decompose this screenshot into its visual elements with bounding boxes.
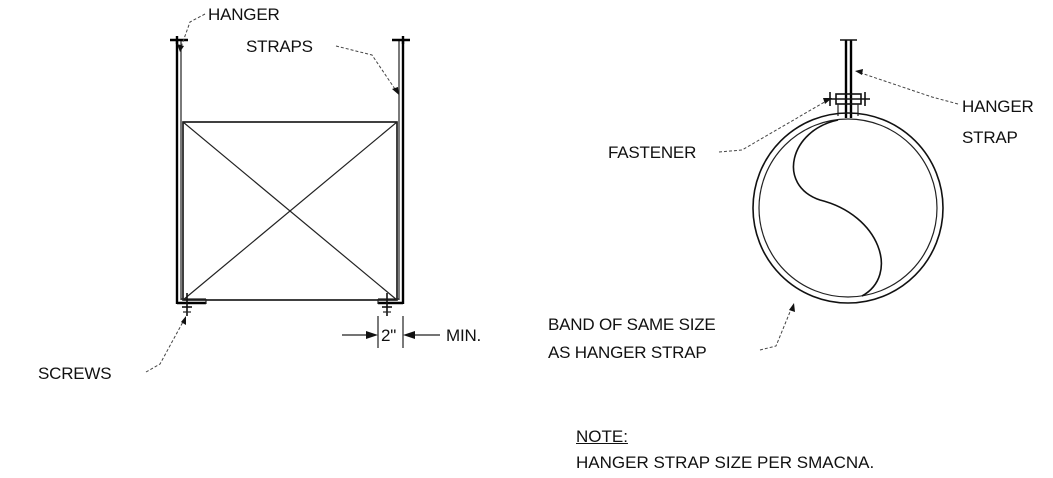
left-screw — [182, 293, 192, 316]
duct-outline — [182, 121, 398, 301]
dimension-min-label: MIN. — [446, 326, 481, 345]
leader-band — [759, 306, 793, 351]
right-screw — [382, 293, 392, 316]
leader-arrowhead — [789, 303, 795, 312]
note-title: NOTE: — [576, 427, 628, 446]
leader-fastener — [718, 99, 829, 153]
note-text: HANGER STRAP SIZE PER SMACNA. — [576, 453, 875, 472]
leader-arrowhead — [181, 316, 186, 325]
dimension-value: 2" — [381, 326, 396, 345]
leader-screws — [145, 319, 185, 373]
leader-hanger-straps-right — [335, 45, 398, 93]
band-outer — [752, 112, 944, 304]
leader-arrowhead — [177, 44, 184, 52]
right-hanger-strap — [377, 36, 410, 305]
leader-hanger-strap — [857, 71, 959, 105]
left-hanger-strap — [170, 36, 207, 305]
label-band-line2: AS HANGER STRAP — [548, 343, 707, 362]
label-fastener: FASTENER — [608, 143, 696, 162]
round-duct-s-curve — [792, 119, 882, 297]
label-hanger-strap-line1: HANGER — [962, 97, 1034, 116]
leader-arrowhead — [823, 98, 832, 104]
leader-arrowhead — [392, 87, 399, 95]
round-duct-detail: FASTENER HANGER STRAP BAND OF SAME SIZE … — [548, 39, 1034, 362]
label-hanger-straps-line1: HANGER — [208, 5, 280, 24]
rectangular-duct-detail: HANGER STRAPS SCREWS 2" MIN. — [38, 5, 481, 383]
label-hanger-straps-line2: STRAPS — [246, 37, 313, 56]
round-hanger-strap — [840, 39, 857, 118]
label-band-line1: BAND OF SAME SIZE — [548, 315, 716, 334]
duct-cross-line-2 — [182, 121, 398, 301]
dimension-2in-min: 2" MIN. — [342, 316, 481, 348]
band-inner — [758, 118, 938, 298]
leader-arrowhead — [855, 69, 863, 75]
note-block: NOTE: HANGER STRAP SIZE PER SMACNA. — [576, 424, 874, 476]
label-screws: SCREWS — [38, 364, 111, 383]
leader-hanger-straps-left — [179, 13, 206, 51]
label-hanger-strap-line2: STRAP — [962, 128, 1018, 147]
